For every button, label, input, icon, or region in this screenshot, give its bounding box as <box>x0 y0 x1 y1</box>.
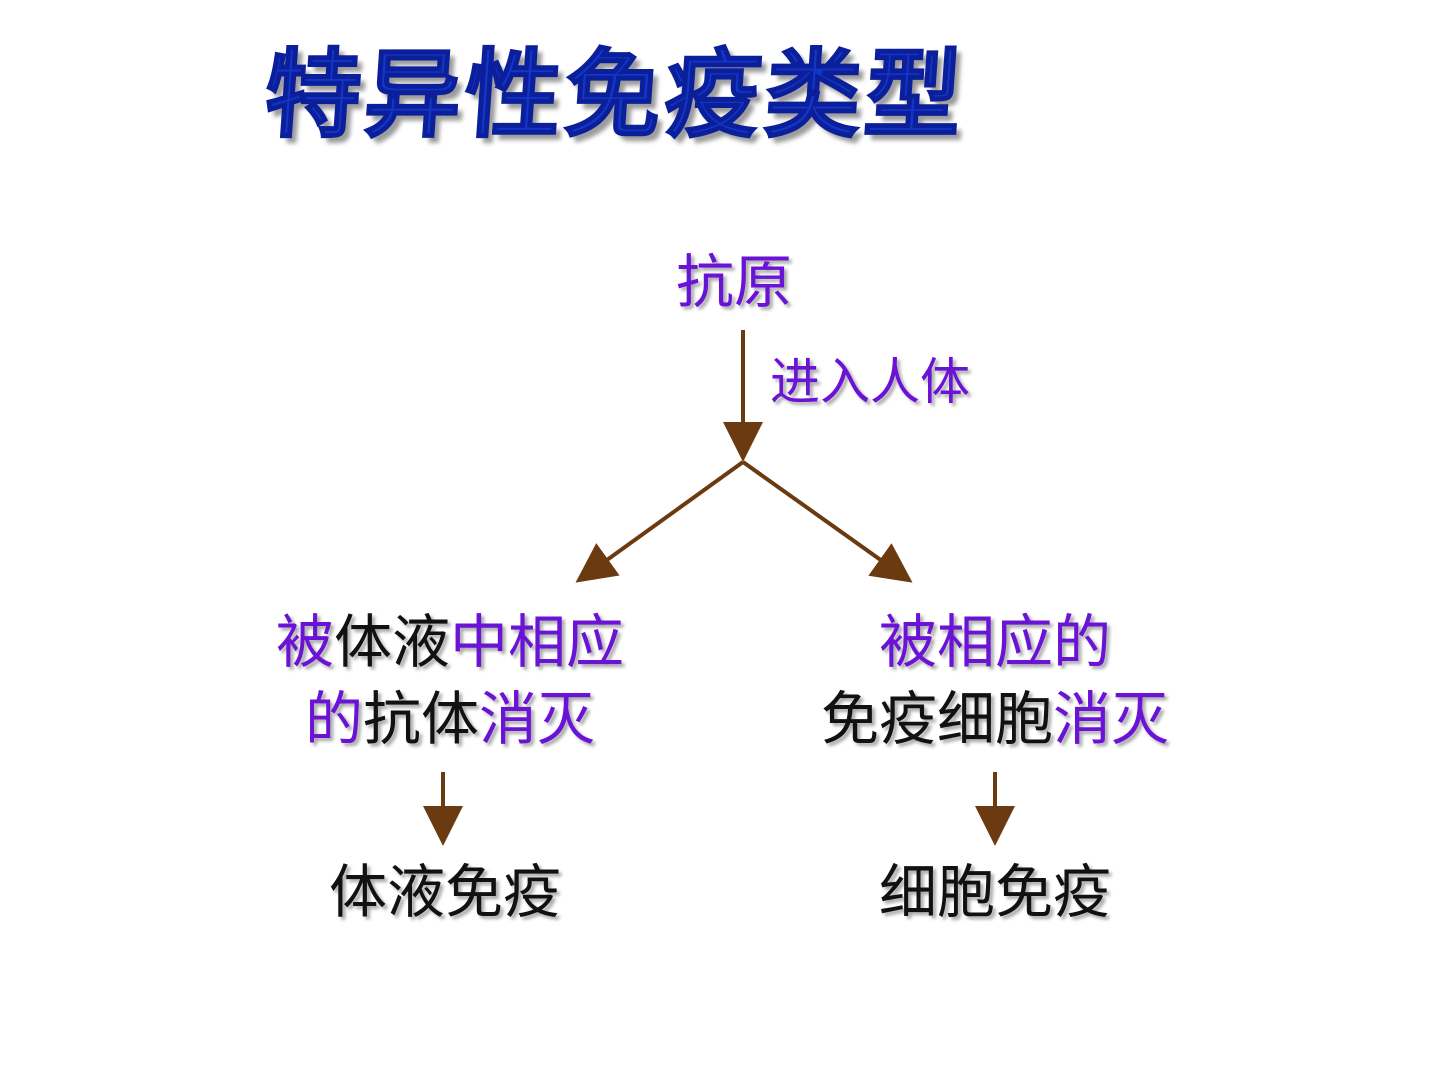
arrow-branch-right <box>741 460 913 583</box>
left-line1-part2: 体液 <box>333 608 450 676</box>
node-right-line2: 免疫细胞消灭 <box>790 683 1200 755</box>
node-antigen: 抗原 <box>676 248 793 316</box>
node-cellular-immunity: 细胞免疫 <box>878 858 1111 926</box>
right-line1-part1: 被相应的 <box>878 608 1111 676</box>
arrow-branch-left <box>575 460 745 583</box>
left-line2-part1: 的 <box>304 685 363 753</box>
node-left-line2: 的抗体消灭 <box>250 683 650 755</box>
node-left-line1: 被体液中相应 <box>250 606 650 678</box>
left-line1-part3: 中相应 <box>450 608 625 676</box>
left-line2-part3: 消灭 <box>479 685 596 753</box>
right-line2-part1: 免疫细胞 <box>820 685 1053 753</box>
left-line2-part2: 抗体 <box>362 685 479 753</box>
node-humoral-immunity: 体液免疫 <box>328 858 561 926</box>
left-line1-part1: 被 <box>275 608 334 676</box>
node-right-line1: 被相应的 <box>790 606 1200 678</box>
label-enter-body: 进入人体 <box>770 353 970 411</box>
right-line2-part2: 消灭 <box>1053 685 1170 753</box>
